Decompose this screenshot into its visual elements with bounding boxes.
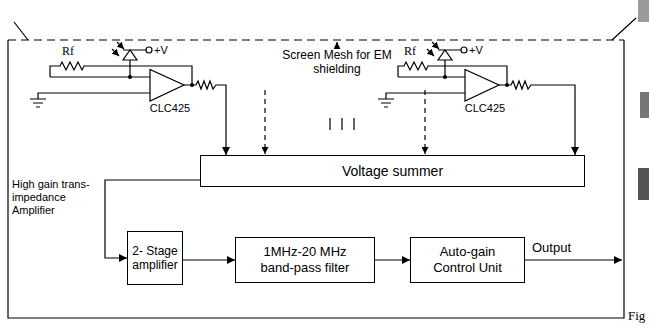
signal-arrow bbox=[499, 81, 575, 155]
screen-mesh-line bbox=[8, 39, 624, 40]
signal-arrow bbox=[375, 259, 410, 260]
photodiode-wire bbox=[438, 50, 461, 77]
process-box: 2- Stage amplifier bbox=[127, 231, 183, 285]
figure-caption: Fig bbox=[628, 308, 645, 324]
housing-edge bbox=[14, 22, 28, 40]
label-text: Rf bbox=[62, 44, 74, 58]
output-arrow bbox=[525, 259, 622, 260]
light-arrow bbox=[117, 42, 124, 49]
label-text: +V bbox=[154, 44, 168, 57]
input-wire bbox=[398, 76, 465, 77]
opamp-outline bbox=[146, 69, 194, 103]
label-text: +V bbox=[469, 44, 483, 57]
housing-edge bbox=[612, 18, 636, 40]
supply-terminal bbox=[146, 47, 152, 53]
ground-wire bbox=[386, 93, 465, 99]
photodiode-symbol bbox=[438, 50, 452, 60]
label-text: Rf bbox=[404, 44, 416, 58]
supply-terminal bbox=[461, 47, 467, 53]
signal-arrow bbox=[184, 81, 226, 155]
light-arrow bbox=[112, 49, 119, 56]
junction-dot bbox=[443, 75, 447, 79]
node-text: CLC425 bbox=[150, 102, 190, 115]
signal-arrow bbox=[183, 259, 235, 260]
opamp-outline bbox=[461, 69, 509, 103]
node-text: 1MHz-20 MHz band-pass filter bbox=[255, 244, 355, 275]
input-wire bbox=[50, 76, 150, 77]
junction-dot bbox=[128, 75, 132, 79]
cropped-photo bbox=[638, 168, 649, 200]
photodiode-wire bbox=[123, 50, 146, 77]
node-text: 2- Stage amplifier bbox=[131, 244, 179, 273]
ground-symbol bbox=[378, 99, 394, 107]
ground-symbol bbox=[30, 99, 46, 107]
mesh-arrow bbox=[424, 90, 425, 154]
light-arrow bbox=[432, 42, 439, 49]
photodiode-symbol bbox=[123, 50, 137, 60]
cropped-photo bbox=[638, 0, 649, 22]
ellipsis-bars bbox=[330, 118, 354, 130]
label-text: High gain trans-impedance Amplifier bbox=[12, 178, 100, 218]
process-box: Voltage summer bbox=[200, 155, 585, 187]
mesh-arrow bbox=[264, 90, 265, 154]
process-box: Auto-gain Control Unit bbox=[410, 237, 525, 283]
opamp-triangle bbox=[465, 70, 499, 102]
light-arrow bbox=[427, 49, 434, 56]
cropped-photo bbox=[640, 92, 649, 118]
opamp-triangle bbox=[150, 70, 184, 102]
mesh-pointer bbox=[336, 42, 337, 47]
label-text: Output bbox=[532, 240, 571, 256]
node-text: Auto-gain Control Unit bbox=[428, 244, 508, 275]
node-text: Voltage summer bbox=[342, 163, 443, 180]
node-text: CLC425 bbox=[465, 102, 505, 115]
process-box: 1MHz-20 MHz band-pass filter bbox=[235, 237, 375, 283]
ground-wire bbox=[38, 93, 150, 99]
label-text: Screen Mesh for EM shielding bbox=[262, 48, 412, 77]
opamp-triangle: CLC425 bbox=[461, 69, 509, 115]
housing-wall bbox=[8, 40, 624, 318]
opamp-triangle: CLC425 bbox=[146, 69, 194, 115]
